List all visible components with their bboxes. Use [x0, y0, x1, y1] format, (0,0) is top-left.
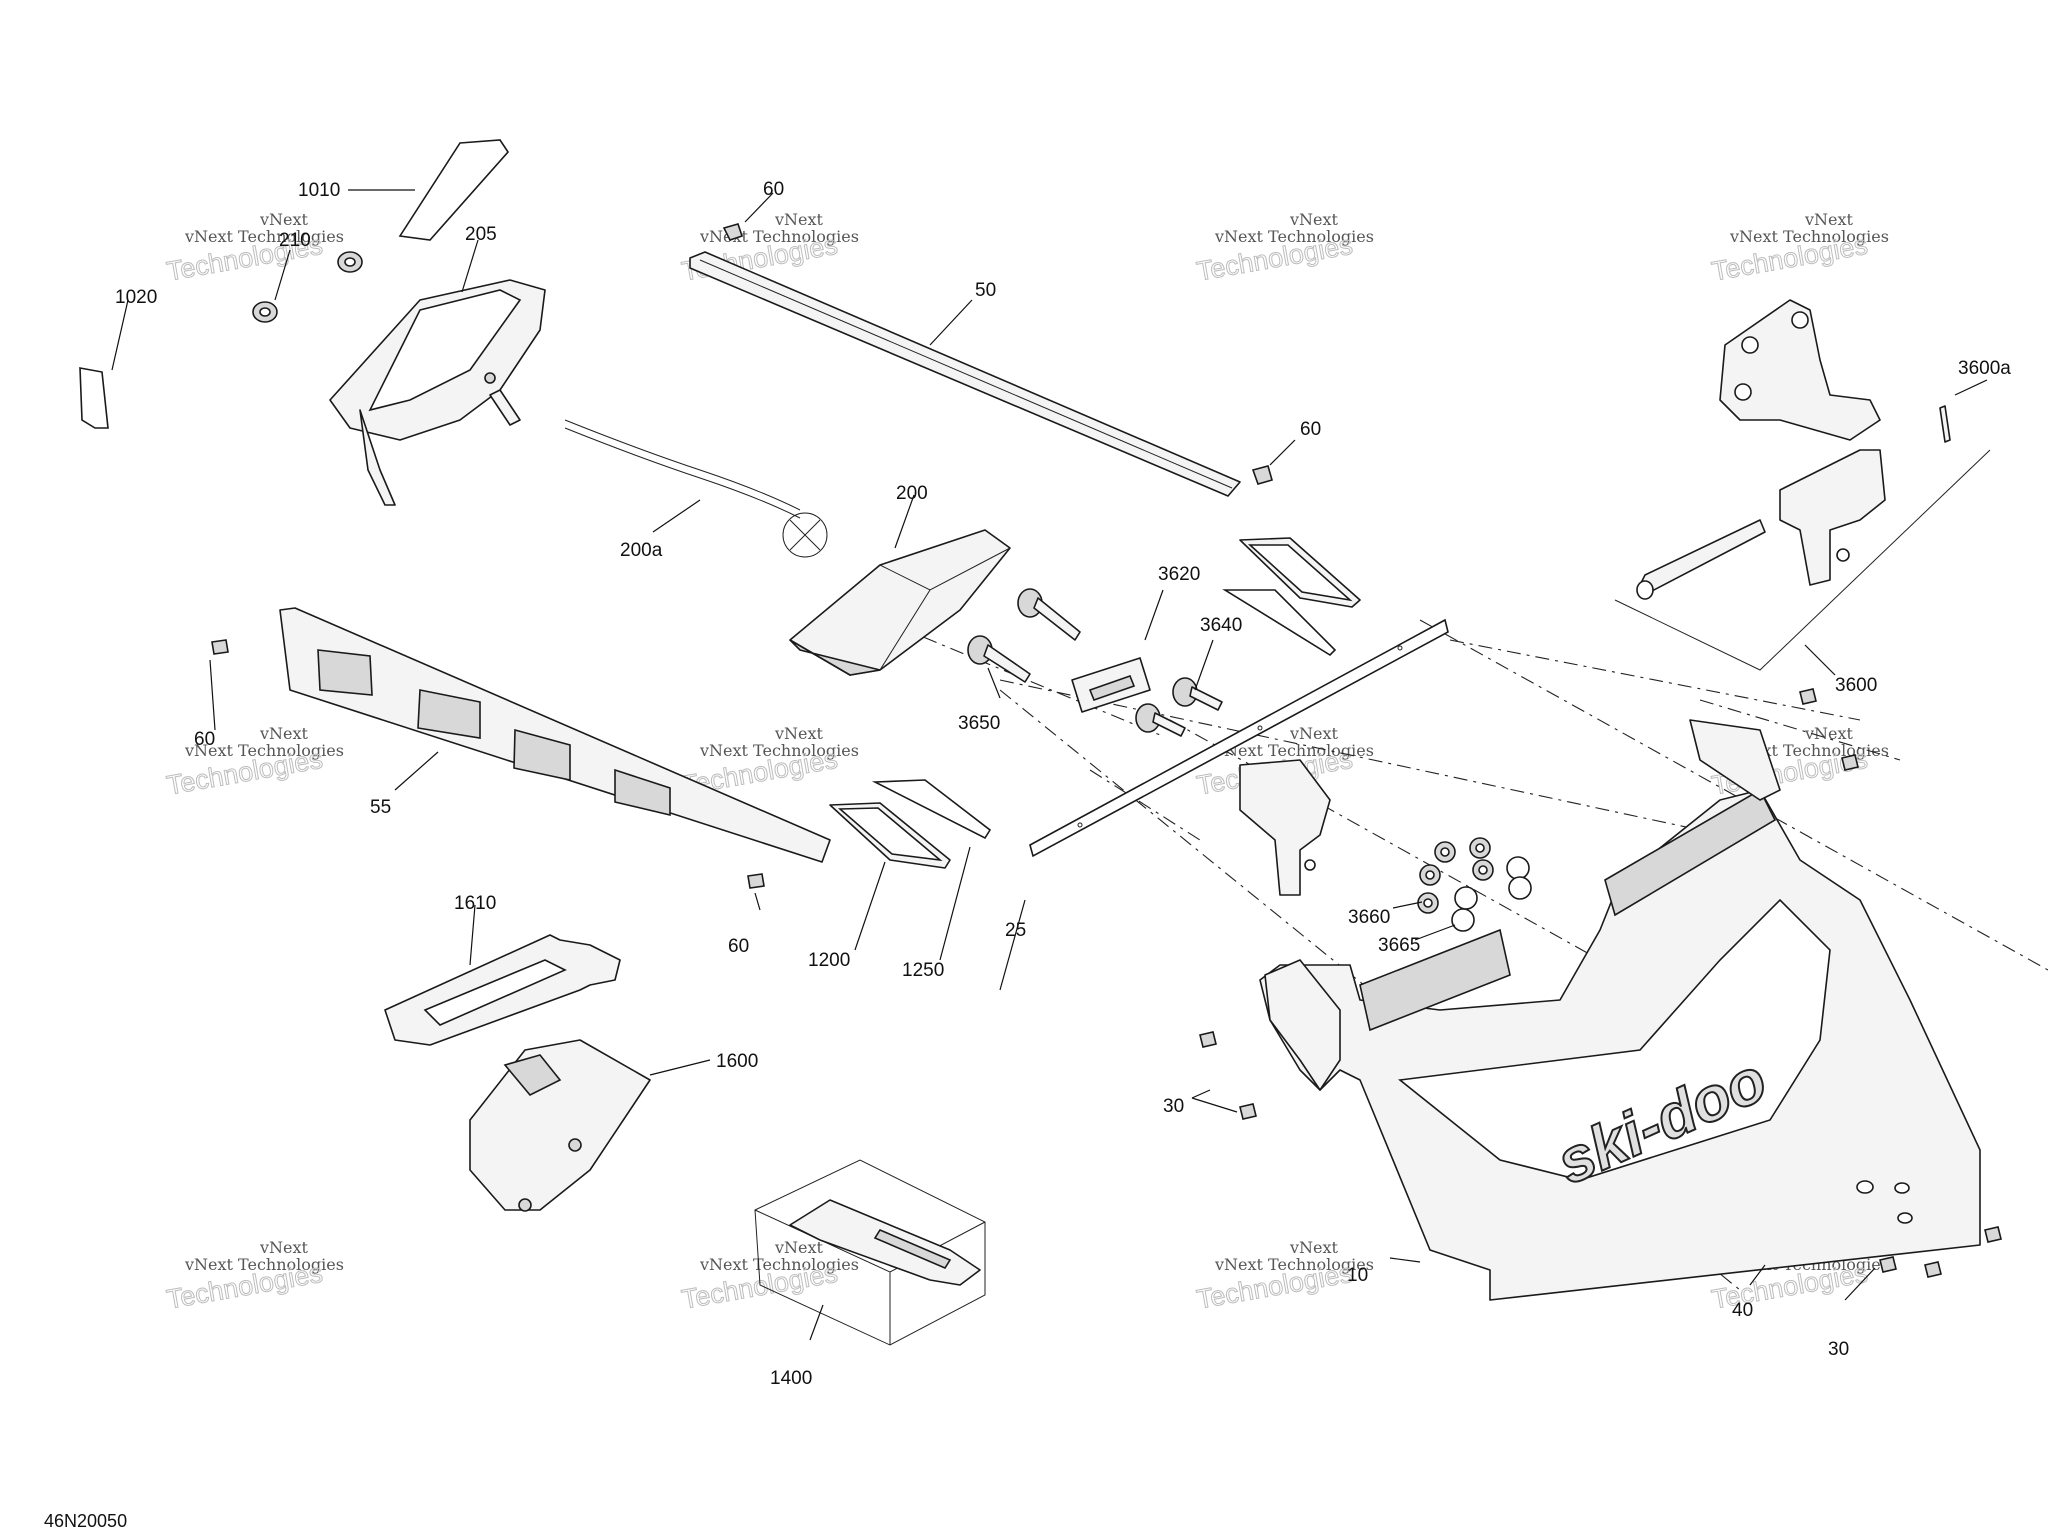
- part-1600-toolbox: [469, 1039, 651, 1212]
- part-hitch-bracket: [1239, 759, 1331, 896]
- callout-10: 10: [1347, 1265, 1368, 1286]
- svg-text:vNext Technologies: vNext Technologies: [184, 741, 344, 760]
- part-200a-harness: [564, 419, 828, 558]
- svg-text:vNext Technologies: vNext Technologies: [699, 741, 859, 760]
- svg-text:vNext: vNext: [1289, 1238, 1339, 1257]
- part-1400-toolkit: [754, 1159, 986, 1346]
- callout-1250: 1250: [902, 960, 944, 981]
- part-55-rail: [279, 607, 831, 863]
- part-210-grommets: [252, 251, 363, 323]
- part-30-screws: [1199, 688, 2002, 1278]
- callout-60: 60: [1300, 419, 1321, 440]
- svg-text:vNext: vNext: [259, 1238, 309, 1257]
- watermark: vNext vNext Technologies Technologies: [164, 1238, 344, 1315]
- svg-text:vNext Technologies: vNext Technologies: [1214, 1255, 1374, 1274]
- callout-1200: 1200: [808, 950, 850, 971]
- part-3650-bolt: [967, 635, 1031, 683]
- callout-60: 60: [728, 936, 749, 957]
- callout-3600a: 3600a: [1958, 358, 2011, 379]
- callout-210: 210: [279, 230, 311, 251]
- callout-1010: 1010: [298, 180, 340, 201]
- part-40-washers: [1856, 1180, 1913, 1224]
- callout-1600: 1600: [716, 1051, 758, 1072]
- svg-text:vNext: vNext: [774, 1238, 824, 1257]
- callout-3640: 3640: [1200, 615, 1242, 636]
- svg-text:vNext: vNext: [259, 724, 309, 743]
- callout-labels: 1010 1020 210 205 60 50 60 200 200a 60 5…: [115, 179, 2011, 1389]
- part-3665-caps: [1451, 856, 1532, 932]
- callout-3620: 3620: [1158, 564, 1200, 585]
- svg-text:vNext Technologies: vNext Technologies: [699, 1255, 859, 1274]
- part-3620-bracket: [1071, 657, 1151, 713]
- watermark: vNext vNext Technologies Technologies: [164, 724, 344, 801]
- part-60-fasteners: [211, 223, 1273, 889]
- callout-1020: 1020: [115, 287, 157, 308]
- callout-30: 30: [1163, 1096, 1184, 1117]
- callout-1610: 1610: [454, 893, 496, 914]
- part-1610-strap: [384, 934, 621, 1046]
- callout-3650: 3650: [958, 713, 1000, 734]
- callout-3600: 3600: [1835, 675, 1877, 696]
- callout-200: 200: [896, 483, 928, 504]
- svg-text:vNext: vNext: [259, 210, 309, 229]
- watermark: vNext vNext Technologies Technologies: [679, 1238, 859, 1315]
- part-3600-hinge: [1614, 299, 1991, 671]
- svg-text:vNext Technologies: vNext Technologies: [1729, 227, 1889, 246]
- callout-205: 205: [465, 224, 497, 245]
- part-200-light: [789, 529, 1011, 676]
- svg-text:vNext: vNext: [1804, 724, 1854, 743]
- callout-3660: 3660: [1348, 907, 1390, 928]
- part-1020-decal: [79, 367, 109, 429]
- drawing-code: 46N20050: [44, 1511, 128, 1531]
- part-1250-lens: [871, 779, 992, 840]
- callout-1400: 1400: [770, 1368, 812, 1389]
- leader-lines: [111, 189, 1988, 1341]
- callout-3665: 3665: [1378, 935, 1420, 956]
- callout-30: 30: [1828, 1339, 1849, 1360]
- svg-text:vNext Technologies: vNext Technologies: [184, 227, 344, 246]
- part-205-housing: [329, 279, 546, 506]
- callout-25: 25: [1005, 920, 1026, 941]
- svg-text:vNext: vNext: [774, 724, 824, 743]
- part-3640-bolts: [1017, 588, 1223, 737]
- svg-text:vNext: vNext: [1804, 210, 1854, 229]
- svg-text:vNext: vNext: [774, 210, 824, 229]
- part-1250-lens-upper: [1222, 589, 1337, 657]
- svg-text:vNext Technologies: vNext Technologies: [184, 1255, 344, 1274]
- watermark: vNext vNext Technologies Technologies: [164, 210, 344, 287]
- callout-55: 55: [370, 797, 391, 818]
- callout-60: 60: [763, 179, 784, 200]
- callout-40: 40: [1732, 1300, 1753, 1321]
- svg-text:vNext: vNext: [1289, 210, 1339, 229]
- svg-text:vNext Technologies: vNext Technologies: [1214, 741, 1374, 760]
- callout-200a: 200a: [620, 540, 663, 561]
- part-1010-decal: [398, 139, 510, 241]
- part-25-bar: [1029, 618, 1449, 858]
- watermark: vNext vNext Technologies Technologies: [1194, 210, 1374, 287]
- part-1200-reflector-upper: [1239, 537, 1361, 608]
- svg-text:vNext Technologies: vNext Technologies: [1214, 227, 1374, 246]
- part-10-bumper: ski-doo: [1259, 719, 1981, 1301]
- callout-50: 50: [975, 280, 996, 301]
- callout-60: 60: [194, 729, 215, 750]
- part-50-strip: [689, 251, 1241, 497]
- part-3660-nuts: [1417, 837, 1494, 914]
- watermark: vNext vNext Technologies Technologies: [1709, 210, 1889, 287]
- part-1200-reflector: [829, 802, 951, 869]
- svg-text:vNext: vNext: [1289, 724, 1339, 743]
